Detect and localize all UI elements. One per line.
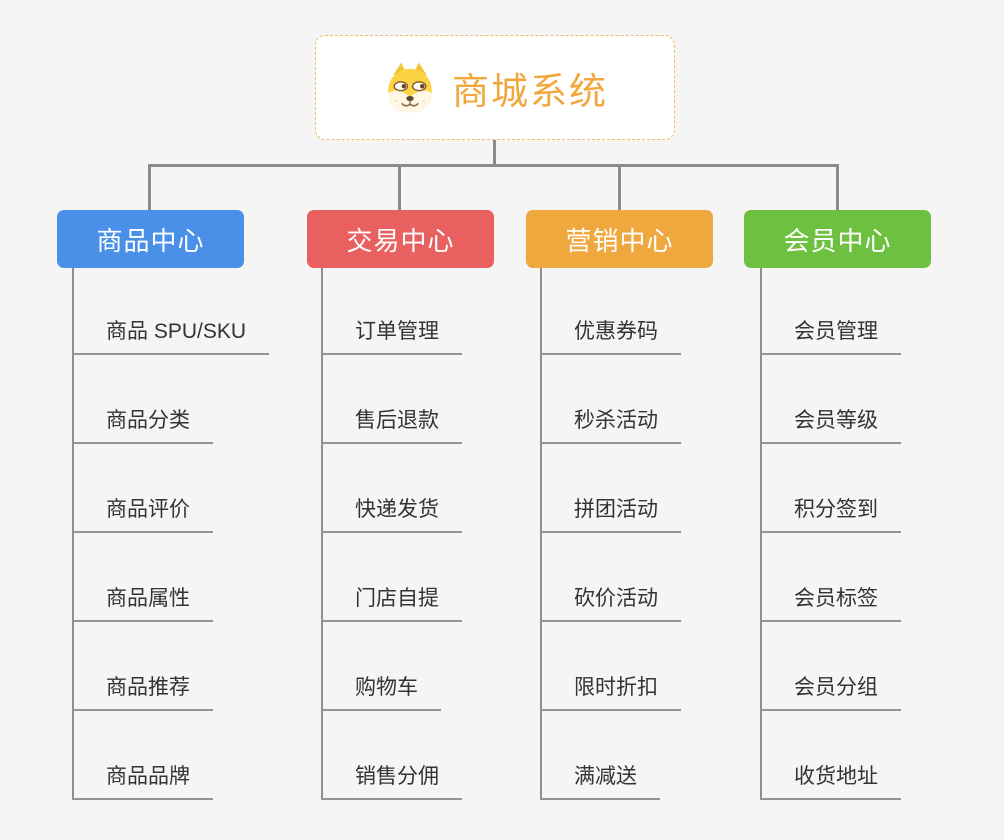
branch-trunk-line: [321, 268, 323, 800]
child-node[interactable]: 售后退款: [321, 396, 462, 444]
branch-label: 营销中心: [565, 225, 674, 256]
child-node-label: 订单管理: [321, 315, 462, 355]
child-node-label: 拼团活动: [540, 493, 681, 533]
child-node[interactable]: 收货地址: [760, 752, 901, 800]
branch-node-trade-center[interactable]: 交易中心: [307, 210, 494, 268]
child-node-label: 购物车: [321, 671, 441, 711]
child-node[interactable]: 会员等级: [760, 396, 901, 444]
child-node-label: 商品评价: [72, 493, 213, 533]
child-node[interactable]: 秒杀活动: [540, 396, 681, 444]
branch-connector-stub: [398, 164, 401, 210]
shiba-dog-icon: [388, 62, 432, 112]
root-label: 商城系统: [452, 70, 608, 112]
branch-label: 会员中心: [783, 225, 892, 256]
child-node[interactable]: 商品 SPU/SKU: [72, 307, 270, 355]
child-node[interactable]: 优惠券码: [540, 307, 681, 355]
child-node-label: 会员标签: [760, 582, 901, 622]
child-node-label: 积分签到: [760, 493, 901, 533]
branch-trunk-line: [72, 268, 74, 800]
child-node-label: 商品品牌: [72, 760, 213, 800]
child-node-label: 会员等级: [760, 404, 901, 444]
child-node-label: 砍价活动: [540, 582, 681, 622]
child-node[interactable]: 会员分组: [760, 663, 901, 711]
child-node-label: 会员分组: [760, 671, 901, 711]
child-node[interactable]: 拼团活动: [540, 485, 681, 533]
child-node[interactable]: 商品品牌: [72, 752, 213, 800]
child-node[interactable]: 快递发货: [321, 485, 462, 533]
child-node[interactable]: 销售分佣: [321, 752, 462, 800]
child-node[interactable]: 积分签到: [760, 485, 901, 533]
child-node-label: 满减送: [540, 760, 660, 800]
child-node-label: 商品推荐: [72, 671, 213, 711]
child-node-label: 商品分类: [72, 404, 213, 444]
child-node[interactable]: 会员标签: [760, 574, 901, 622]
child-node-label: 快递发货: [321, 493, 462, 533]
branch-trunk-line: [540, 268, 542, 800]
child-node[interactable]: 砍价活动: [540, 574, 681, 622]
child-node[interactable]: 订单管理: [321, 307, 462, 355]
branch-connector-rail: [148, 164, 839, 167]
child-node-label: 门店自提: [321, 582, 462, 622]
child-node[interactable]: 商品评价: [72, 485, 213, 533]
child-node-label: 售后退款: [321, 404, 462, 444]
child-node-label: 收货地址: [760, 760, 901, 800]
branch-connector-stub: [836, 164, 839, 210]
branch-label: 商品中心: [96, 225, 205, 256]
branch-label: 交易中心: [346, 225, 455, 256]
child-node[interactable]: 购物车: [321, 663, 441, 711]
child-node[interactable]: 门店自提: [321, 574, 462, 622]
branch-connector-stub: [618, 164, 621, 210]
child-node[interactable]: 满减送: [540, 752, 660, 800]
branch-node-member-center[interactable]: 会员中心: [744, 210, 931, 268]
child-node-label: 优惠券码: [540, 315, 681, 355]
branch-trunk-line: [760, 268, 762, 800]
branch-node-product-center[interactable]: 商品中心: [57, 210, 244, 268]
child-node-label: 商品属性: [72, 582, 213, 622]
root-connector-stub: [493, 140, 496, 164]
child-node[interactable]: 商品分类: [72, 396, 213, 444]
child-node[interactable]: 商品属性: [72, 574, 213, 622]
child-node-label: 秒杀活动: [540, 404, 681, 444]
child-node-label: 销售分佣: [321, 760, 462, 800]
branch-connector-stub: [148, 164, 151, 210]
child-node[interactable]: 限时折扣: [540, 663, 681, 711]
child-node[interactable]: 会员管理: [760, 307, 901, 355]
root-node[interactable]: 商城系统: [315, 35, 675, 140]
child-node[interactable]: 商品推荐: [72, 663, 213, 711]
branch-node-marketing-center[interactable]: 营销中心: [526, 210, 713, 268]
child-node-label: 限时折扣: [540, 671, 681, 711]
child-node-label: 会员管理: [760, 315, 901, 355]
child-node-label: 商品 SPU/SKU: [72, 315, 270, 355]
